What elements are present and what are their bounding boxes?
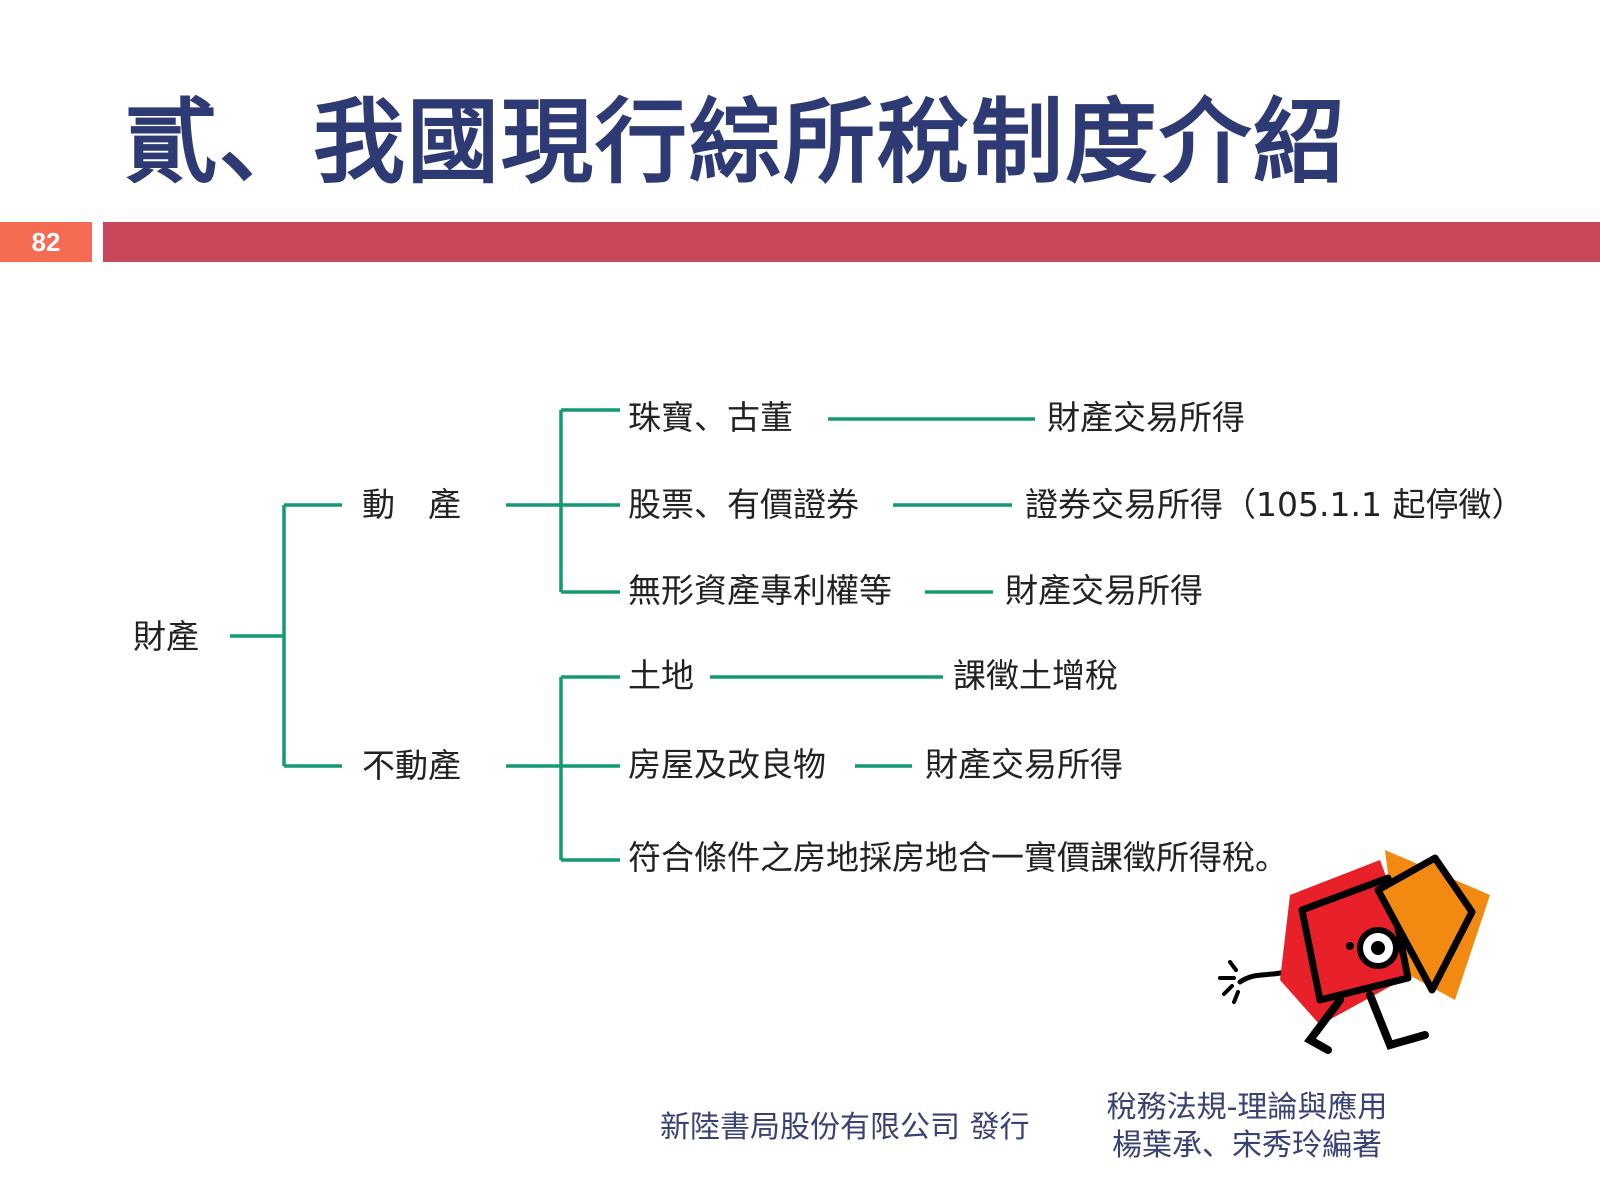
- movable-result-3: 財產交易所得: [1005, 571, 1203, 610]
- page-number-badge: 82: [0, 222, 92, 262]
- page-title: 貳、我國現行綜所稅制度介紹: [125, 89, 1348, 196]
- immovable-result-1: 課徵土增稅: [953, 656, 1118, 695]
- immovable-asset-3: 符合條件之房地採房地合一實價課徵所得稅。: [628, 838, 1288, 877]
- movable-result-2: 證券交易所得（105.1.1 起停徵）: [1025, 485, 1525, 524]
- tree-root-label: 財產: [133, 617, 199, 656]
- immovable-asset-2: 房屋及改良物: [628, 745, 826, 784]
- immovable-result-2: 財產交易所得: [925, 745, 1123, 784]
- movable-label: 動 產: [362, 485, 461, 524]
- book-title-text: 稅務法規-理論與應用: [1106, 1090, 1388, 1125]
- immovable-asset-1: 土地: [628, 656, 694, 695]
- movable-result-1: 財產交易所得: [1047, 398, 1245, 437]
- immovable-label: 不動產: [362, 746, 461, 785]
- header-divider-bar: [103, 222, 1600, 262]
- movable-asset-3: 無形資產專利權等: [628, 571, 892, 610]
- movable-asset-2: 股票、有價證券: [628, 485, 859, 524]
- publisher-text: 新陸書局股份有限公司 發行: [660, 1110, 1030, 1145]
- authors-text: 楊葉承、宋秀玲編著: [1112, 1128, 1382, 1163]
- megaphone-mascot-icon: [1218, 850, 1490, 1054]
- movable-asset-1: 珠寶、古董: [628, 398, 793, 437]
